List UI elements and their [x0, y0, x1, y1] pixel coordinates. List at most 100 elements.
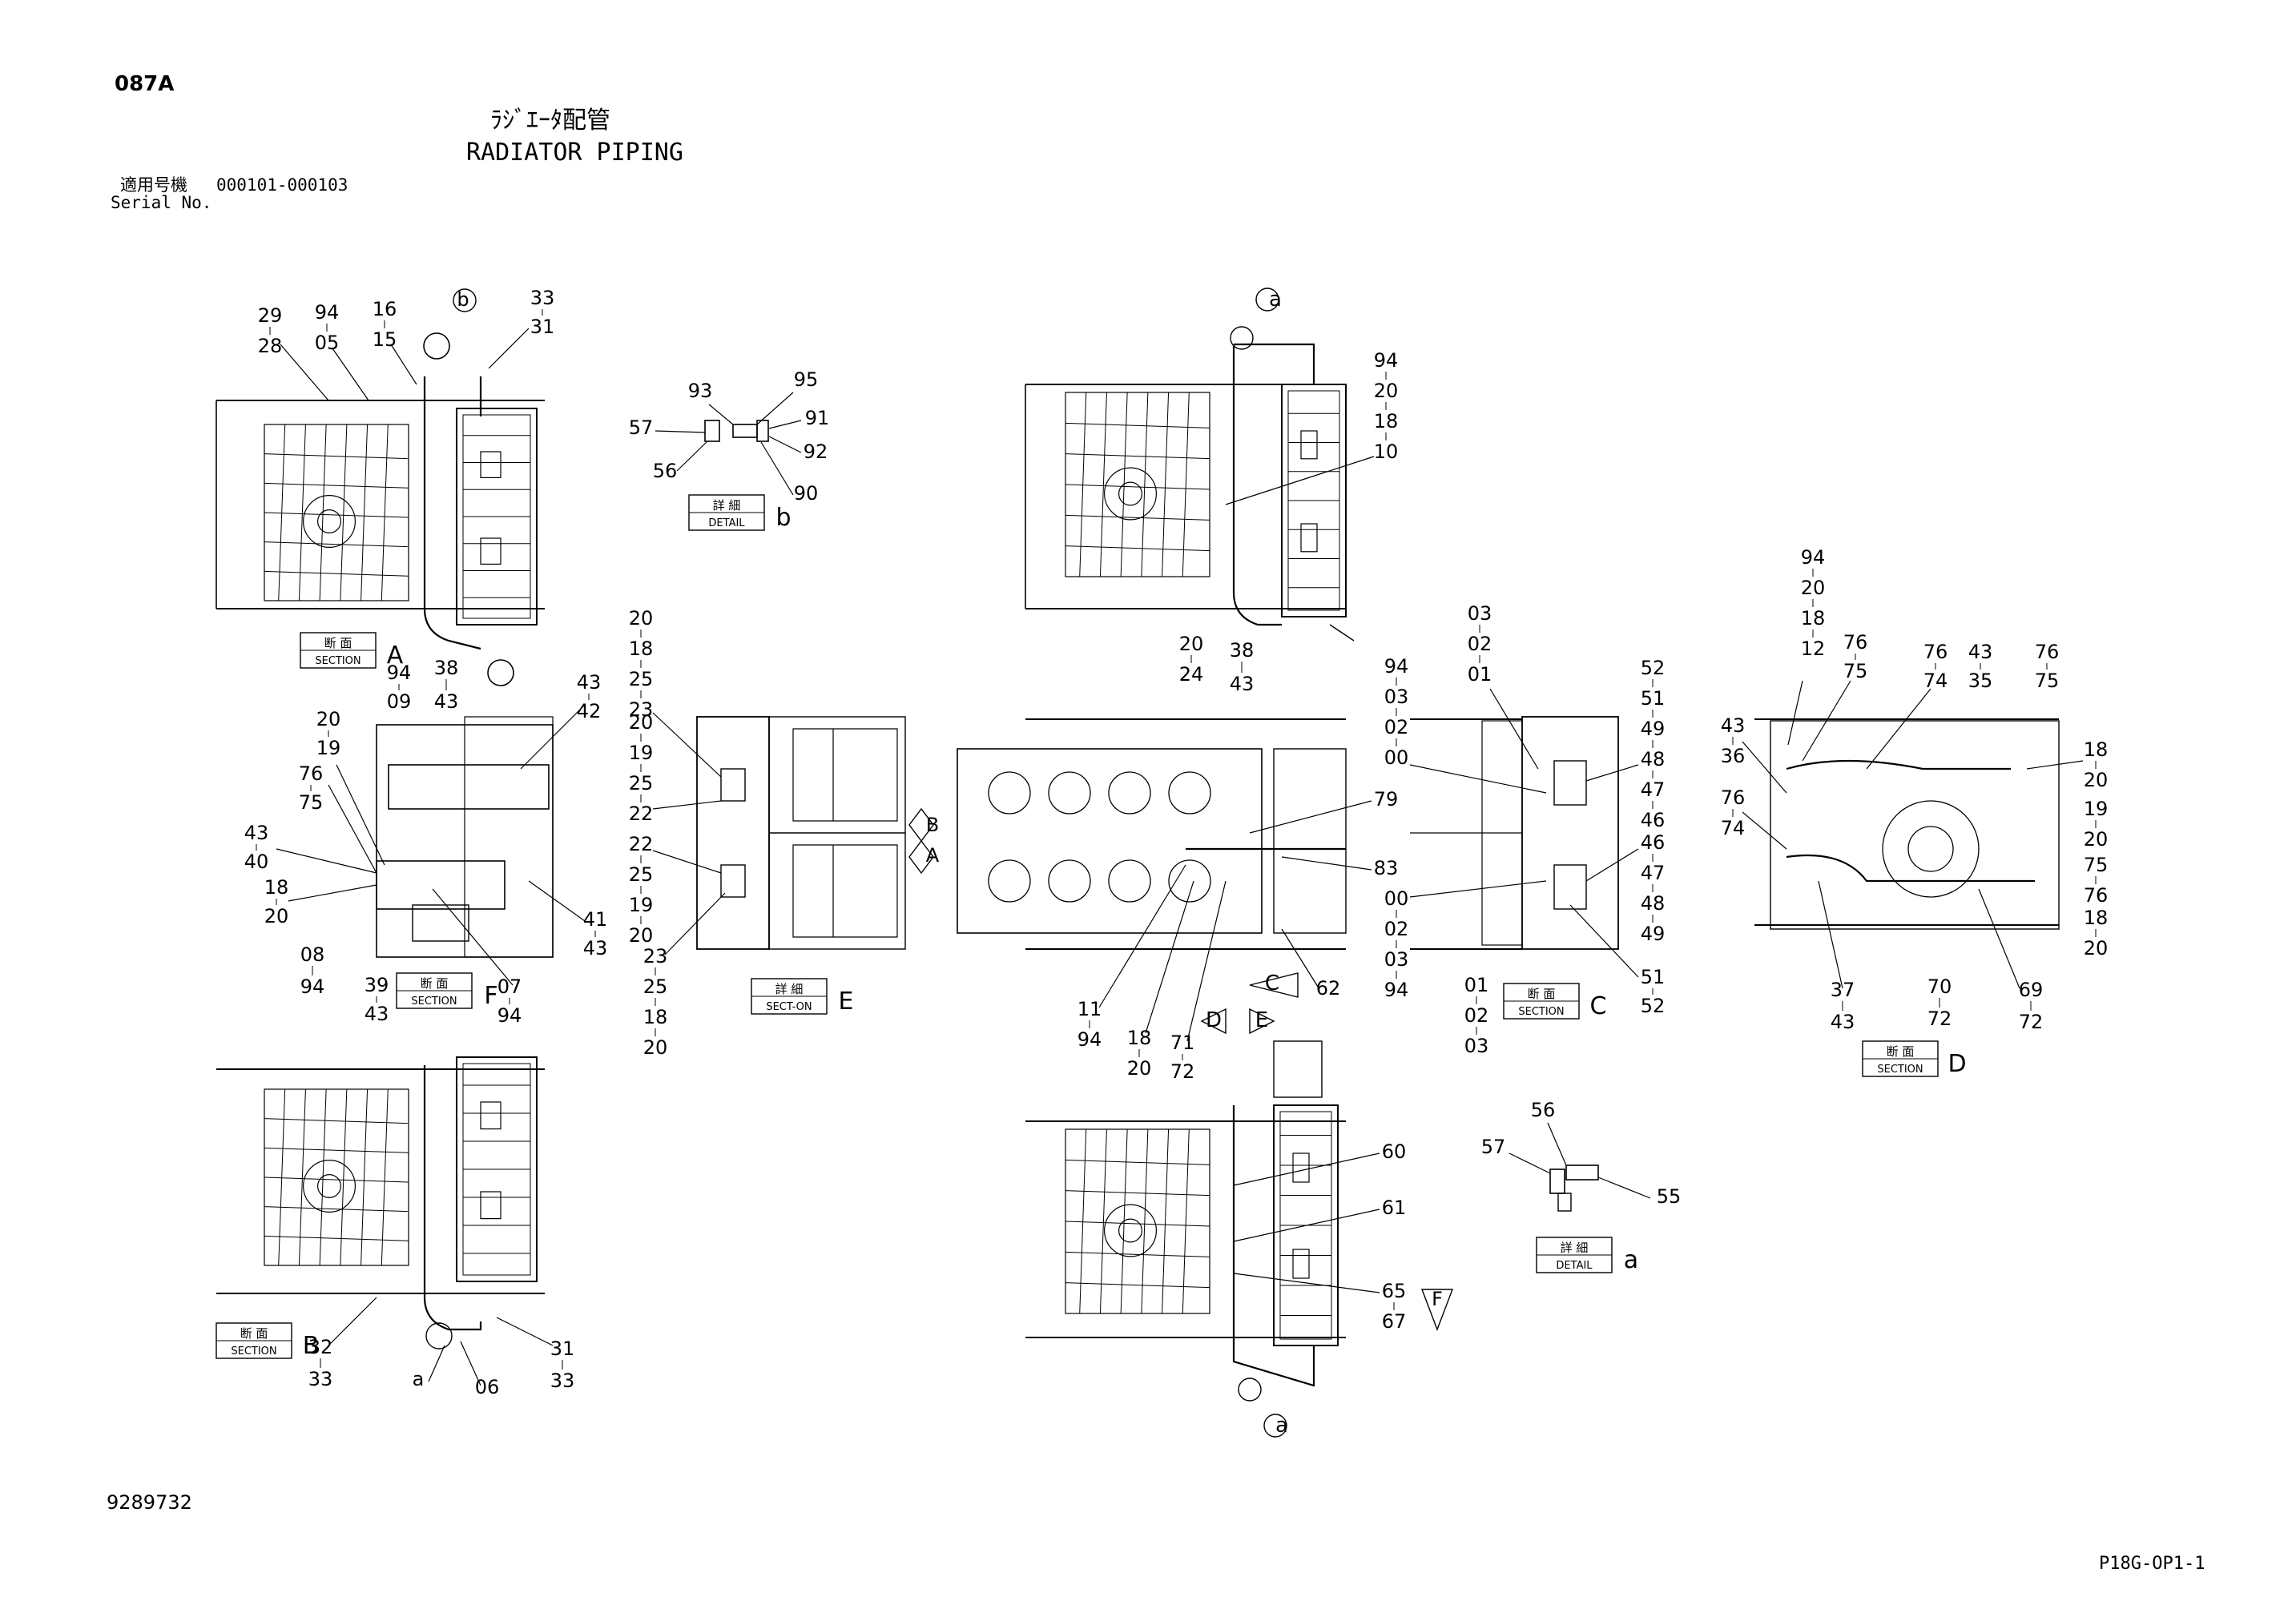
callout-letter: A — [387, 642, 404, 670]
part-label: 23 — [629, 698, 654, 721]
part-label: 10 — [1374, 440, 1399, 463]
pipe — [1786, 854, 2035, 883]
part-label: 43 — [1968, 641, 1993, 663]
part-label: 20 — [264, 905, 289, 927]
part-label: 76 — [2084, 884, 2109, 907]
part-label: 38 — [434, 657, 459, 679]
part-label: 19 — [316, 737, 341, 759]
view-arrow-d — [1200, 1008, 1227, 1035]
callout-label-en: DETAIL — [708, 517, 745, 529]
part-label: 94 — [1801, 546, 1826, 569]
part-label: 16 — [373, 298, 397, 320]
part-label: 55 — [1657, 1185, 1682, 1208]
part-label: 20 — [2084, 828, 2109, 851]
callout-label-en: SECTION — [1877, 1064, 1923, 1076]
callout-letter: D — [1948, 1050, 1966, 1078]
pipe — [1232, 344, 1282, 626]
part-label: 05 — [315, 332, 340, 354]
part-label: 43 — [1721, 714, 1746, 737]
part-label: 57 — [629, 416, 654, 439]
part-label: 20 — [2084, 769, 2109, 791]
part-label: 94 — [387, 662, 412, 684]
part-label: 48 — [1641, 748, 1666, 770]
part-label: 02 — [1464, 1004, 1489, 1027]
part-label: E — [1255, 1008, 1268, 1032]
part-label: 94 — [497, 1004, 522, 1027]
part-label: 25 — [629, 772, 654, 794]
part-label: 20 — [629, 607, 654, 629]
part-label: 90 — [794, 482, 819, 505]
part-label: 83 — [1374, 857, 1399, 879]
callout-label-en: DETAIL — [1556, 1260, 1593, 1272]
part-label: 42 — [577, 700, 602, 722]
part-label: 03 — [1468, 602, 1492, 625]
part-label: 18 — [2084, 907, 2109, 929]
part-label: 20 — [2084, 937, 2109, 959]
view-arrow-c — [1249, 972, 1299, 998]
callout-label-jp: 断 面 — [1528, 987, 1556, 1001]
serial-label-english: Serial No. — [111, 193, 212, 212]
part-label: 23 — [643, 945, 668, 967]
title-english: RADIATOR PIPING — [466, 139, 683, 167]
part-label: 20 — [629, 924, 654, 947]
part-label: 20 — [316, 708, 341, 730]
callout-label-en: SECTION — [315, 655, 361, 667]
part-label: 95 — [794, 368, 819, 391]
part-label: 20 — [1179, 633, 1204, 655]
part-label: 40 — [244, 851, 269, 873]
part-label: 43 — [434, 690, 459, 713]
part-label: 43 — [1230, 673, 1255, 695]
pipe — [423, 1065, 482, 1331]
view-arrow-e — [1249, 1008, 1275, 1035]
part-label: 31 — [550, 1337, 575, 1360]
part-label: D — [1206, 1008, 1222, 1032]
part-label: 62 — [1316, 977, 1341, 1000]
part-label: 75 — [299, 791, 324, 814]
callout-label-jp: 詳 細 — [1561, 1241, 1589, 1255]
part-label: 22 — [629, 802, 654, 825]
part-label: 22 — [629, 833, 654, 855]
callout-label-jp: 断 面 — [1887, 1044, 1915, 1059]
part-label: 94 — [1384, 655, 1409, 678]
detail-ref-b: b — [457, 288, 469, 311]
part-label: 60 — [1382, 1140, 1407, 1163]
part-label: 06 — [475, 1376, 500, 1398]
part-label: 46 — [1641, 831, 1666, 854]
callout-label-jp: 断 面 — [421, 976, 449, 991]
part-label: 56 — [1531, 1099, 1556, 1121]
view-ref-a: a — [1269, 288, 1282, 312]
part-label: 07 — [497, 975, 522, 998]
part-label: 75 — [1843, 660, 1868, 682]
part-label: 94 — [315, 301, 340, 324]
part-label: 67 — [1382, 1310, 1407, 1333]
part-label: 52 — [1641, 657, 1666, 679]
part-label: 38 — [1230, 639, 1255, 662]
part-label: 35 — [1968, 670, 1993, 692]
part-label: 02 — [1384, 918, 1409, 940]
part-label: 47 — [1641, 778, 1666, 801]
part-label: 74 — [1923, 670, 1948, 692]
part-label: 39 — [365, 974, 389, 996]
part-label: 09 — [387, 690, 412, 713]
part-label: 33 — [308, 1368, 333, 1390]
part-label: 20 — [1374, 380, 1399, 402]
part-label: 43 — [365, 1003, 389, 1025]
part-label: 69 — [2019, 979, 2044, 1001]
part-label: 94 — [1384, 979, 1409, 1001]
part-label: 25 — [629, 668, 654, 690]
part-label: 33 — [550, 1370, 575, 1392]
document-number: 9289732 — [107, 1491, 192, 1514]
part-label: 56 — [653, 460, 678, 482]
part-label: 43 — [244, 822, 269, 844]
part-label: 03 — [1464, 1035, 1489, 1057]
